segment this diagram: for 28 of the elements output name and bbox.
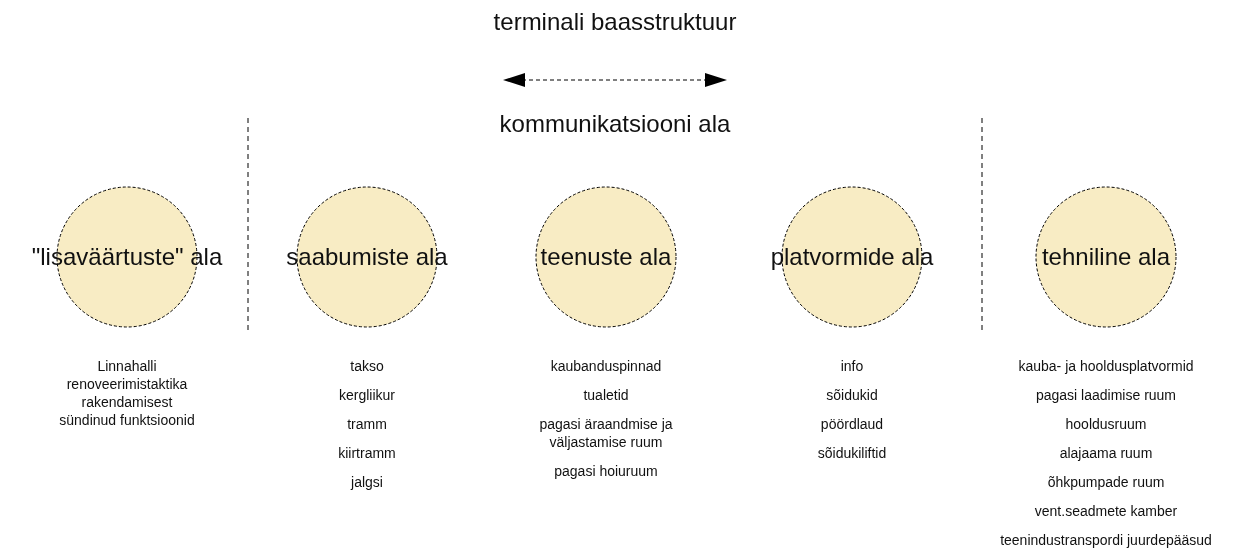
area-label: kommunikatsiooni ala	[499, 110, 731, 138]
title: terminali baasstruktuur	[493, 8, 737, 36]
function-item: teenindustranspordi juurdepääsud	[999, 531, 1213, 549]
function-item: info	[839, 357, 865, 375]
function-item: kaubanduspinnad	[549, 357, 663, 375]
function-item: jalgsi	[349, 473, 384, 491]
function-item: kergliikur	[338, 386, 396, 404]
function-item: vent.seadmete kamber	[1033, 502, 1179, 520]
function-item: takso	[349, 357, 385, 375]
area-name: tehniline ala	[1041, 243, 1171, 271]
function-item: tramm	[346, 415, 388, 433]
function-item: alajaama ruum	[1058, 444, 1154, 462]
function-item: pagasi äraandmise ja väljastamise ruum	[538, 415, 674, 451]
function-item: pagasi hoiuruum	[553, 462, 659, 480]
function-item: kiirtramm	[337, 444, 397, 462]
function-item: kauba- ja hooldusplatvormid	[1017, 357, 1195, 375]
function-item: sõidukiliftid	[816, 444, 888, 462]
function-item: tualetid	[582, 386, 630, 404]
function-item: õhkpumpade ruum	[1046, 473, 1166, 491]
function-item: hooldusruum	[1064, 415, 1148, 433]
function-item: pagasi laadimise ruum	[1034, 386, 1178, 404]
function-item: Linnahalli renoveerimistaktika rakendamisest sündinud funktsioonid	[58, 357, 196, 429]
area-name: saabumiste ala	[286, 243, 448, 271]
area-name: "lisaväärtuste" ala	[31, 243, 223, 271]
function-item: pöördlaud	[819, 415, 885, 433]
area-name: teenuste ala	[540, 243, 672, 271]
function-item: sõidukid	[825, 386, 879, 404]
area-name: platvormide ala	[770, 243, 934, 271]
